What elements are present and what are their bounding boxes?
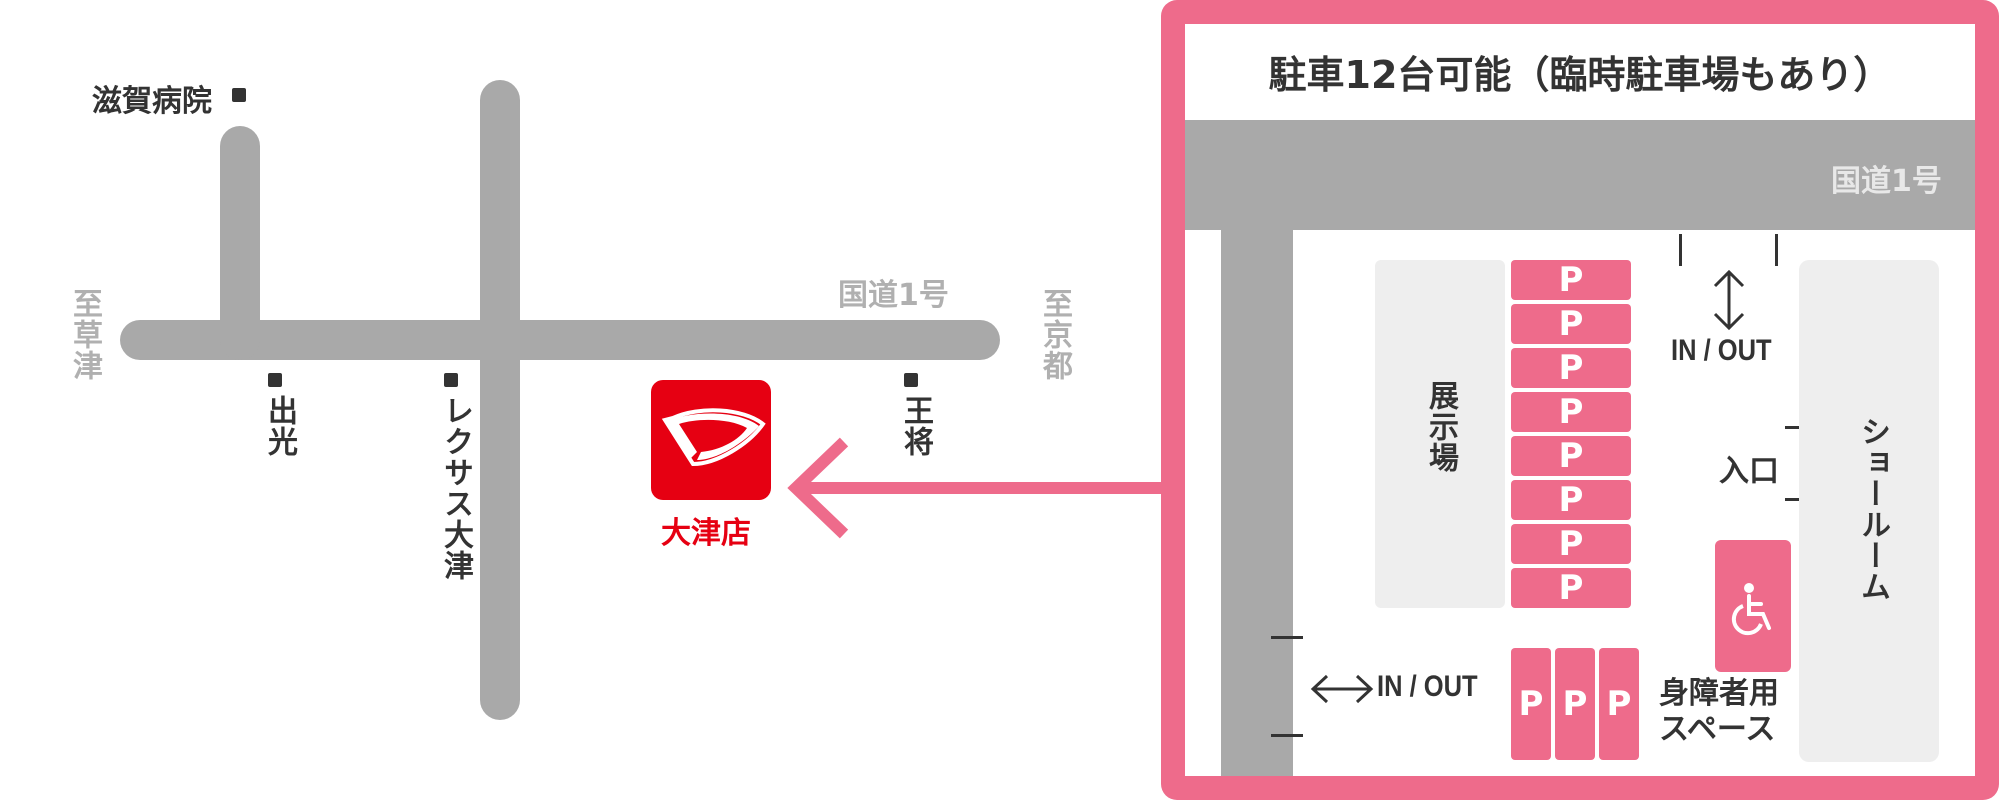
ohsho-landmark: 王将 — [898, 395, 933, 457]
exhibit-label: 展示場 — [1423, 380, 1458, 473]
entrance-label: 入口 — [1719, 454, 1779, 489]
parking-panel: 駐車12台可能（臨時駐車場もあり） 国道1号 展示場 P P P P P P P… — [1161, 0, 1999, 800]
panel-side-road — [1221, 230, 1293, 776]
parking-spot-7: P — [1511, 524, 1631, 564]
lexus-landmark: レクサス大津 — [438, 395, 473, 581]
highway-road — [120, 320, 1000, 360]
parking-spot-6: P — [1511, 480, 1631, 520]
parking-spot-2: P — [1511, 304, 1631, 344]
direction-kusatsu-label: 至草津 — [67, 288, 102, 381]
vertical-double-arrow-icon — [1713, 269, 1745, 331]
showroom-label: ショールーム — [1855, 416, 1890, 602]
parking-spot-3: P — [1511, 348, 1631, 388]
daihatsu-logo — [651, 380, 771, 500]
location-arrow-icon — [787, 437, 1170, 539]
accessible-label-line1: 身障者用 — [1659, 676, 1779, 711]
horizontal-double-arrow-icon — [1310, 674, 1374, 704]
panel-road-name: 国道1号 — [1831, 164, 1942, 199]
hospital-marker — [232, 88, 246, 102]
showroom-area — [1799, 260, 1939, 762]
accessible-label: 身障者用 スペース — [1659, 676, 1779, 748]
idemitsu-landmark: 出光 — [262, 395, 297, 457]
hospital-landmark: 滋賀病院 — [92, 84, 212, 119]
area-map: 国道1号 至草津 至京都 滋賀病院 出光 レクサス大津 王将 大津店 — [67, 80, 1170, 720]
store-label: 大津店 — [661, 516, 751, 551]
top-gate-tick-right — [1775, 234, 1778, 266]
accessible-spot — [1715, 540, 1791, 672]
bottom-gate-tick-top — [1271, 636, 1303, 639]
parking-spot-9: P — [1511, 648, 1551, 760]
parking-spot-1: P — [1511, 260, 1631, 300]
parking-title: 駐車12台可能（臨時駐車場もあり） — [1268, 53, 1892, 97]
hospital-road — [220, 126, 260, 360]
idemitsu-marker — [268, 373, 282, 387]
ohsho-marker — [904, 373, 918, 387]
wheelchair-icon — [1731, 583, 1771, 636]
top-inout-label: IN / OUT — [1671, 334, 1772, 367]
accessible-label-line2: スペース — [1659, 712, 1776, 747]
lexus-marker — [444, 373, 458, 387]
main-cross-road — [480, 80, 520, 720]
top-gate-tick-left — [1679, 234, 1682, 266]
bottom-gate-tick-bottom — [1271, 734, 1303, 737]
parking-spot-10: P — [1555, 648, 1595, 760]
bottom-inout-label: IN / OUT — [1377, 670, 1478, 703]
parking-spot-11: P — [1599, 648, 1639, 760]
highway-name-label: 国道1号 — [838, 278, 949, 313]
parking-spot-4: P — [1511, 392, 1631, 432]
daihatsu-logo-icon — [661, 408, 766, 467]
panel-highway-road — [1185, 120, 1975, 230]
parking-spot-5: P — [1511, 436, 1631, 476]
direction-kyoto-label: 至京都 — [1037, 288, 1072, 381]
exhibit-area — [1375, 260, 1505, 608]
parking-spot-8: P — [1511, 568, 1631, 608]
